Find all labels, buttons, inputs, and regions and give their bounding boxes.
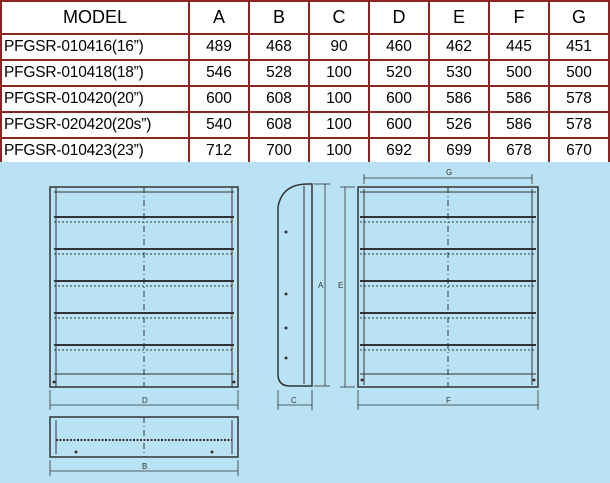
table-row: PFGSR-010423(23”) 712 700 100 692 699 67… <box>0 137 610 165</box>
value-cell: 600 <box>368 111 430 139</box>
model-cell: PFGSR-010418(18”) <box>0 59 190 87</box>
header-model: MODEL <box>0 0 190 35</box>
table-row: PFGSR-010416(16”) 489 468 90 460 462 445… <box>0 33 610 61</box>
header-b: B <box>248 0 310 35</box>
value-cell: 700 <box>248 137 310 165</box>
label-e: E <box>338 281 343 290</box>
value-cell: 692 <box>368 137 430 165</box>
value-cell: 586 <box>428 85 490 113</box>
value-cell: 578 <box>548 85 610 113</box>
header-c: C <box>308 0 370 35</box>
model-cell: PFGSR-010416(16”) <box>0 33 190 61</box>
model-cell: PFGSR-010423(23”) <box>0 137 190 165</box>
front-view <box>49 186 239 388</box>
value-cell: 586 <box>488 111 550 139</box>
value-cell: 600 <box>368 85 430 113</box>
model-cell: PFGSR-020420(20s”) <box>0 111 190 139</box>
label-b: B <box>142 462 147 471</box>
header-f: F <box>488 0 550 35</box>
value-cell: 90 <box>308 33 370 61</box>
value-cell: 608 <box>248 85 310 113</box>
table-row: PFGSR-010420(20”) 600 608 100 600 586 58… <box>0 85 610 113</box>
value-cell: 468 <box>248 33 310 61</box>
bottom-view <box>49 416 239 458</box>
dimension-lines <box>49 174 539 476</box>
label-f: F <box>446 396 451 405</box>
value-cell: 578 <box>548 111 610 139</box>
value-cell: 520 <box>368 59 430 87</box>
label-c: C <box>291 396 297 405</box>
back-view <box>357 186 539 388</box>
value-cell: 670 <box>548 137 610 165</box>
value-cell: 489 <box>188 33 250 61</box>
value-cell: 462 <box>428 33 490 61</box>
value-cell: 100 <box>308 59 370 87</box>
front-left-rail <box>49 186 57 388</box>
side-view <box>277 183 313 387</box>
value-cell: 500 <box>548 59 610 87</box>
spec-table: MODEL A B C D E F G PFGSR-010416(16”) 48… <box>0 0 610 165</box>
value-cell: 526 <box>428 111 490 139</box>
value-cell: 600 <box>188 85 250 113</box>
value-cell: 528 <box>248 59 310 87</box>
technical-drawing: D B A C E F G <box>0 162 610 483</box>
label-d: D <box>142 396 148 405</box>
value-cell: 460 <box>368 33 430 61</box>
value-cell: 678 <box>488 137 550 165</box>
label-g: G <box>446 168 452 177</box>
header-e: E <box>428 0 490 35</box>
value-cell: 451 <box>548 33 610 61</box>
header-d: D <box>368 0 430 35</box>
label-a: A <box>318 281 324 290</box>
value-cell: 546 <box>188 59 250 87</box>
header-g: G <box>548 0 610 35</box>
value-cell: 699 <box>428 137 490 165</box>
side-profile <box>277 183 313 387</box>
value-cell: 530 <box>428 59 490 87</box>
drawing-svg: D B A C E F G <box>49 168 539 476</box>
value-cell: 586 <box>488 85 550 113</box>
front-right-rail <box>231 186 239 388</box>
table-row: PFGSR-020420(20s”) 540 608 100 600 526 5… <box>0 111 610 139</box>
value-cell: 500 <box>488 59 550 87</box>
fastener-marks <box>52 230 536 454</box>
value-cell: 100 <box>308 85 370 113</box>
header-a: A <box>188 0 250 35</box>
value-cell: 540 <box>188 111 250 139</box>
value-cell: 608 <box>248 111 310 139</box>
table-row: PFGSR-010418(18”) 546 528 100 520 530 50… <box>0 59 610 87</box>
value-cell: 100 <box>308 111 370 139</box>
value-cell: 445 <box>488 33 550 61</box>
model-cell: PFGSR-010420(20”) <box>0 85 190 113</box>
value-cell: 100 <box>308 137 370 165</box>
value-cell: 712 <box>188 137 250 165</box>
table-header-row: MODEL A B C D E F G <box>0 0 610 35</box>
